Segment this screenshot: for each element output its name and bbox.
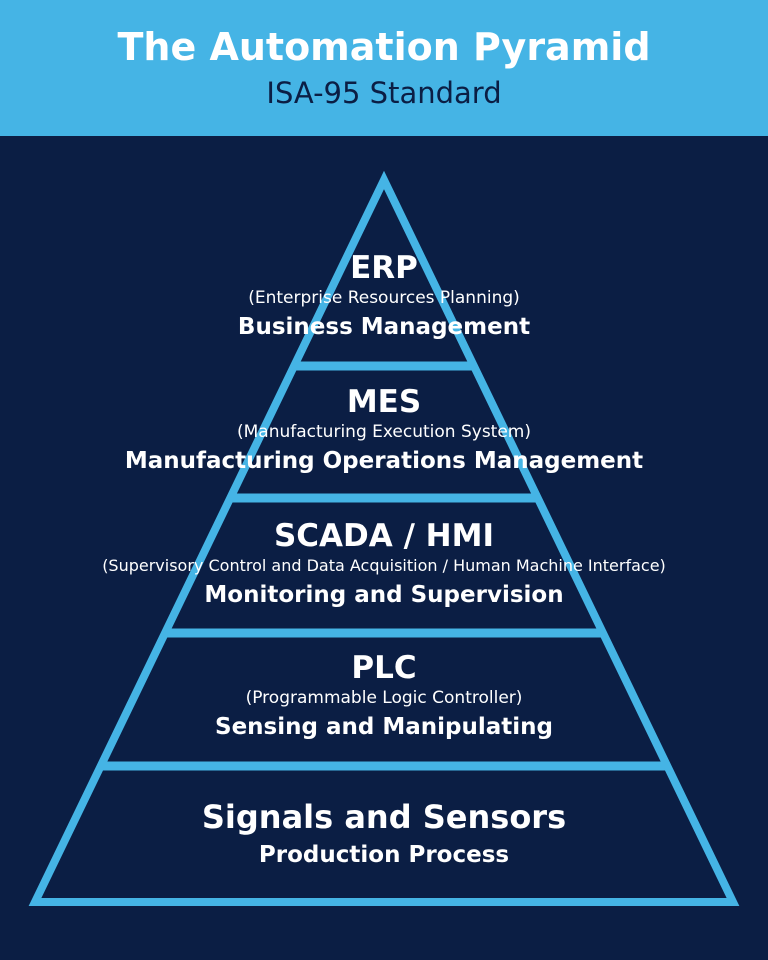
level-full-name: (Enterprise Resources Planning) <box>248 288 520 308</box>
page-title: The Automation Pyramid <box>117 25 651 69</box>
level-full-name: (Programmable Logic Controller) <box>245 688 523 708</box>
header-banner: The Automation Pyramid ISA-95 Standard <box>0 0 768 136</box>
level-name: SCADA / HMI <box>273 518 495 554</box>
level-name: Signals and Sensors <box>201 798 567 836</box>
level-role: Sensing and Manipulating <box>215 714 553 740</box>
page-subtitle: ISA-95 Standard <box>266 76 502 110</box>
level-role: Business Management <box>237 314 531 340</box>
level-scada-hmi: SCADA / HMI (Supervisory Control and Dat… <box>0 518 768 612</box>
level-full-name: (Supervisory Control and Data Acquisitio… <box>102 556 666 575</box>
level-mes: MES (Manufacturing Execution System) Man… <box>0 384 768 478</box>
level-erp: ERP (Enterprise Resources Planning) Busi… <box>0 250 768 344</box>
level-full-name: (Manufacturing Execution System) <box>237 422 531 442</box>
level-role: Manufacturing Operations Management <box>124 448 644 474</box>
level-signals-sensors: Signals and Sensors Production Process <box>0 796 768 872</box>
level-role: Production Process <box>258 842 510 868</box>
level-name: PLC <box>351 650 417 686</box>
level-name: MES <box>346 384 422 420</box>
level-name: ERP <box>350 250 418 286</box>
level-role: Monitoring and Supervision <box>204 582 564 608</box>
pyramid-outline <box>28 170 740 906</box>
level-plc: PLC (Programmable Logic Controller) Sens… <box>0 650 768 744</box>
